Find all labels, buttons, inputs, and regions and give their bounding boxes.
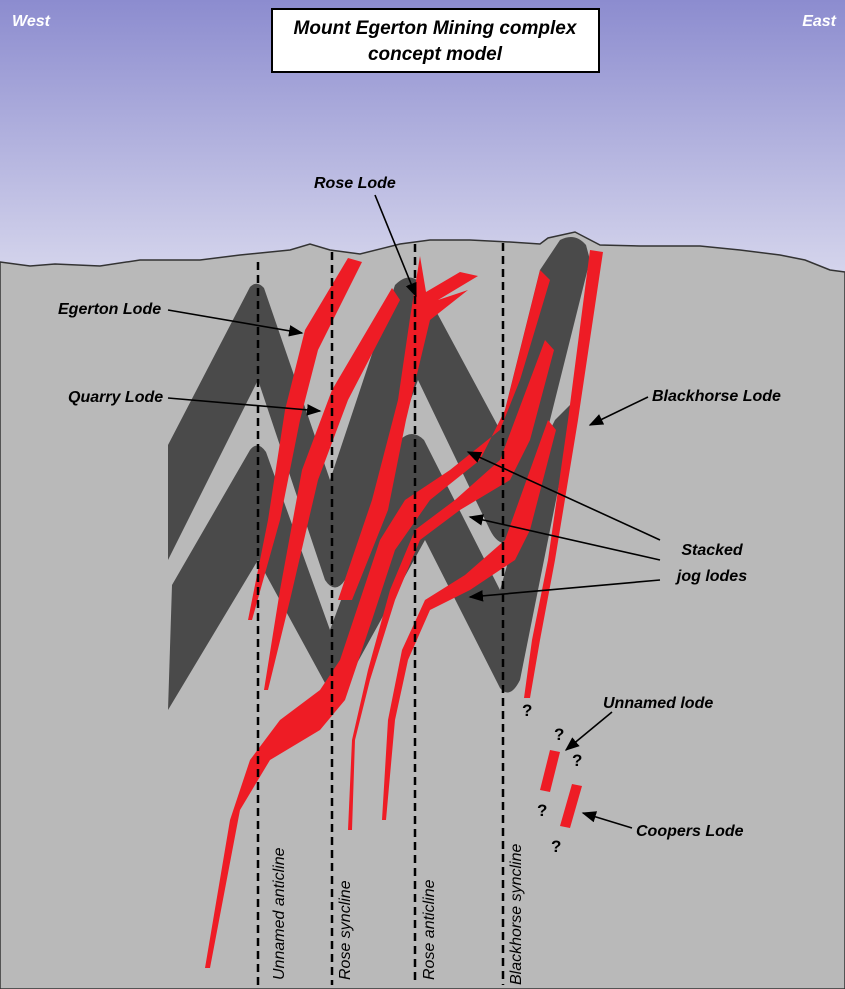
label-unnamed-lode: Unnamed lode <box>603 695 713 712</box>
arrow-stacked-2 <box>468 514 661 561</box>
leader-arrows <box>167 194 661 829</box>
title-line-1: Mount Egerton Mining complex <box>294 18 578 39</box>
arrow-rose-lode <box>374 194 417 298</box>
title-line-2: concept model <box>368 44 503 65</box>
rose-lode <box>338 256 478 600</box>
arrow-stacked-1 <box>466 451 661 541</box>
upper-folded-bed <box>168 236 590 588</box>
label-stacked-line-1: Stacked <box>681 542 744 559</box>
question-mark: ? <box>551 837 561 856</box>
label-stacked-line-2: jog lodes <box>675 568 747 585</box>
lodes <box>205 250 603 968</box>
question-mark: ? <box>522 701 532 720</box>
question-mark: ? <box>572 751 582 770</box>
arrow-stacked-3 <box>468 579 661 602</box>
east-label: East <box>802 13 836 30</box>
egerton-lode <box>248 258 362 620</box>
stacked-jog-lode-middle <box>348 340 554 830</box>
folded-strata <box>168 236 590 710</box>
label-quarry-lode: Quarry Lode <box>68 389 163 406</box>
coopers-lode <box>560 784 582 828</box>
question-mark: ? <box>537 801 547 820</box>
unnamed-lode <box>540 750 560 792</box>
axis-label-rose-anticline: Rose anticline <box>421 879 438 980</box>
lower-folded-bed <box>168 400 575 710</box>
axis-label-rose-syncline: Rose syncline <box>337 880 354 980</box>
axis-label-blackhorse-syncline: Blackhorse syncline <box>508 844 525 986</box>
axis-label-unnamed-anticline: Unnamed anticline <box>271 847 288 980</box>
arrow-unnamed-lode <box>564 711 613 751</box>
label-egerton-lode: Egerton Lode <box>58 301 161 318</box>
quarry-lode <box>264 288 400 690</box>
arrow-egerton-lode <box>167 309 304 337</box>
fold-axes <box>256 243 505 985</box>
west-label: West <box>12 13 51 30</box>
blackhorse-lode <box>524 250 603 698</box>
title-box <box>271 8 600 73</box>
arrow-blackhorse-lode <box>588 396 649 426</box>
label-rose-lode: Rose Lode <box>314 175 396 192</box>
stacked-jog-lode-lower <box>382 420 556 820</box>
arrow-quarry-lode <box>167 397 322 416</box>
label-blackhorse-lode: Blackhorse Lode <box>652 388 781 405</box>
label-coopers-lode: Coopers Lode <box>636 823 744 840</box>
question-mark: ? <box>554 725 564 744</box>
arrow-coopers-lode <box>581 811 633 829</box>
